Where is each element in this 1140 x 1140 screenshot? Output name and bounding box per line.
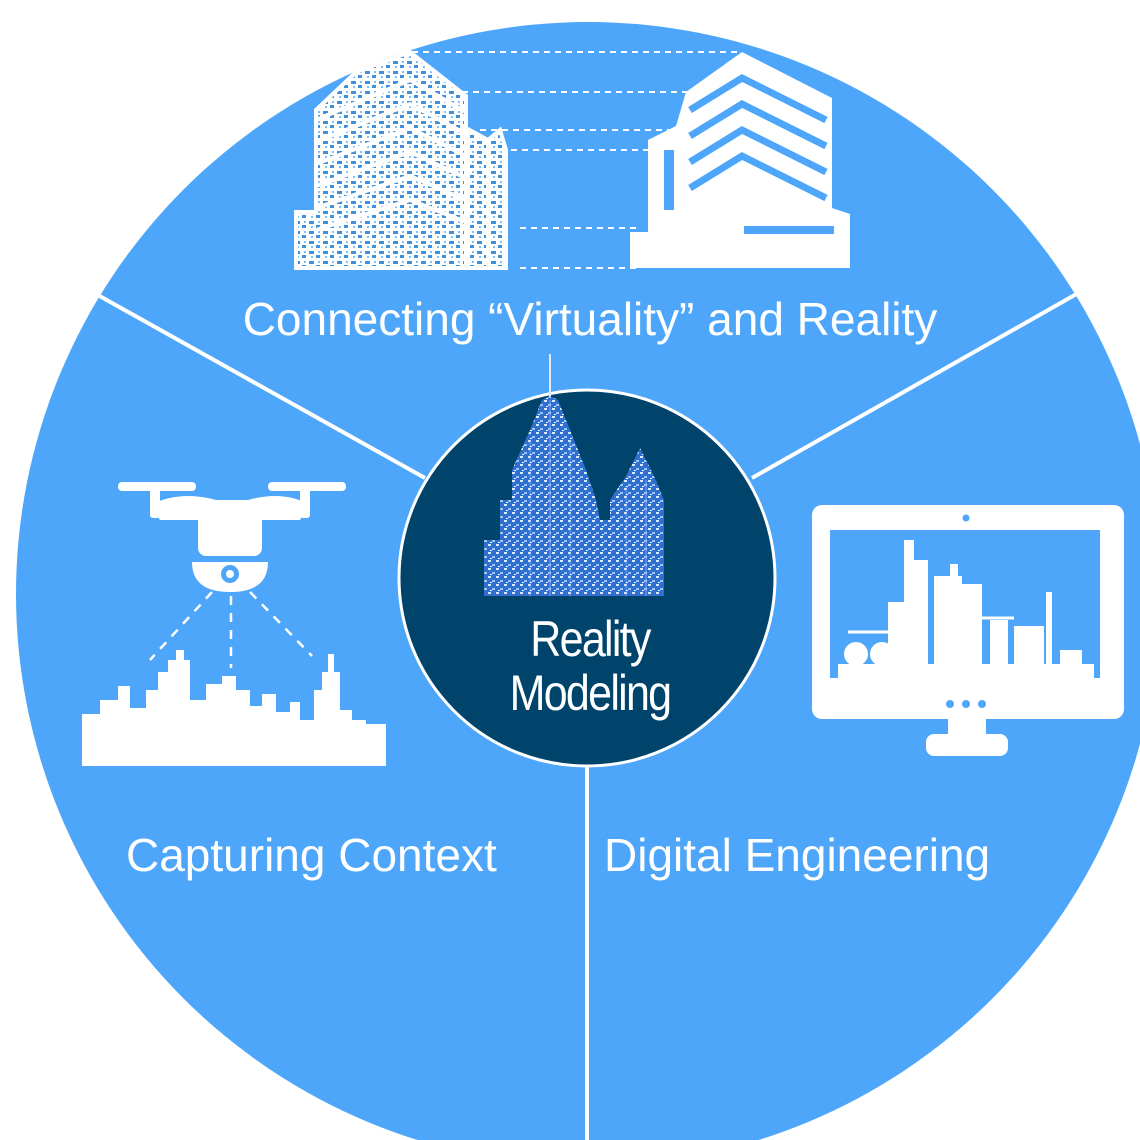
segment-label-right: Digital Engineering [604, 829, 991, 881]
divider-right [751, 290, 1081, 480]
center-label-line1: Reality [530, 611, 651, 667]
buildings-icon [294, 49, 850, 270]
monitor-plant-icon [812, 505, 1124, 756]
segment-label-left: Capturing Context [126, 829, 497, 881]
segment-dividers [95, 290, 1081, 1140]
segment-label-top: Connecting “Virtuality” and Reality [242, 293, 938, 345]
divider-left [95, 292, 426, 480]
center-label: Reality Modeling [461, 612, 719, 720]
center-label-line2: Modeling [509, 665, 672, 721]
drone-skyline-icon [82, 482, 386, 766]
skyscrapers-icon [484, 354, 664, 596]
